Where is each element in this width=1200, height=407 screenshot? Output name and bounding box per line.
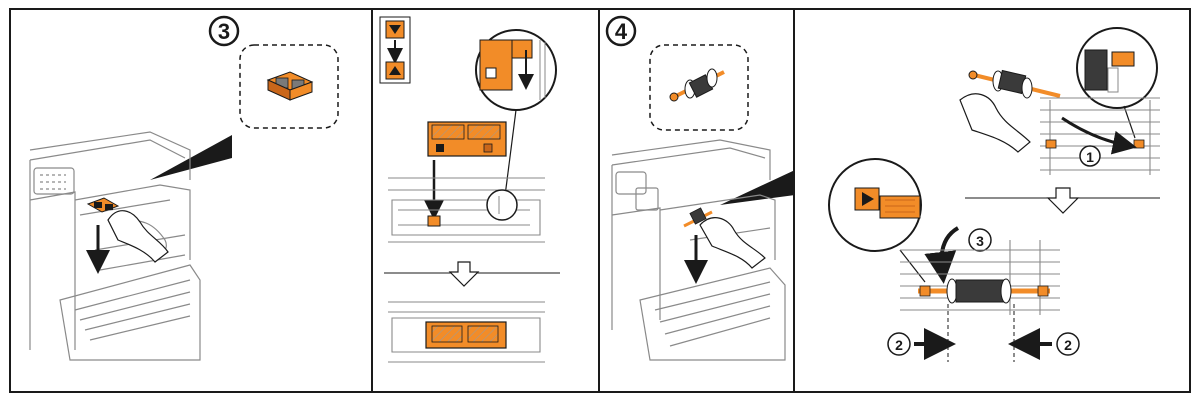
detail-circle bbox=[486, 189, 518, 221]
triangle-up-icon bbox=[389, 66, 401, 75]
callout-badge-3 bbox=[968, 228, 992, 252]
panel-4: 1 3 2 2 bbox=[828, 27, 1160, 362]
step-number-3: 3 bbox=[218, 19, 230, 44]
triangle-right-icon bbox=[862, 192, 874, 206]
slot-sketch-bottom bbox=[388, 301, 545, 363]
roller-top-icon bbox=[968, 69, 1061, 99]
hollow-arrow-down-icon bbox=[448, 261, 480, 287]
callout-number-1: 1 bbox=[1086, 149, 1094, 165]
step-badge-3 bbox=[208, 15, 240, 47]
small-cartridge-icon bbox=[86, 197, 120, 213]
roller-icon bbox=[669, 68, 725, 102]
panel-2 bbox=[379, 16, 560, 363]
hand-sketch-3 bbox=[959, 93, 1031, 153]
roller-installed-icon bbox=[918, 278, 1050, 304]
panel-1: 3 bbox=[29, 15, 339, 361]
callout-wedge bbox=[150, 135, 232, 180]
curved-arrow-3-icon bbox=[924, 226, 960, 284]
callout-badge-2-right bbox=[1056, 332, 1080, 356]
panel-3: 4 bbox=[605, 15, 795, 361]
callout-wedge-2 bbox=[720, 170, 795, 205]
callout-badge-2-left bbox=[887, 332, 911, 356]
printer-sketch bbox=[29, 131, 201, 361]
hand-sketch bbox=[107, 210, 169, 263]
triangle-down-icon bbox=[389, 25, 401, 34]
step-badge-4 bbox=[605, 15, 637, 47]
curved-arrow-icon bbox=[1061, 116, 1137, 155]
cartridge-large-icon bbox=[427, 121, 507, 157]
printer-sketch-2 bbox=[611, 139, 786, 361]
roller-cartridge-icon bbox=[266, 71, 314, 101]
roller-slot-sketch bbox=[1040, 97, 1160, 175]
roller-in-hand-icon bbox=[683, 207, 713, 228]
callout-number-2-right: 2 bbox=[1064, 337, 1072, 353]
cartridge-installed-icon bbox=[425, 321, 507, 349]
callout-badge-1 bbox=[1079, 145, 1101, 167]
callout-number-3: 3 bbox=[976, 233, 984, 249]
hand-sketch-2 bbox=[699, 217, 766, 269]
callout-number-2-left: 2 bbox=[895, 337, 903, 353]
step-number-4: 4 bbox=[615, 19, 628, 44]
hollow-arrow-down-icon-2 bbox=[1046, 187, 1080, 214]
